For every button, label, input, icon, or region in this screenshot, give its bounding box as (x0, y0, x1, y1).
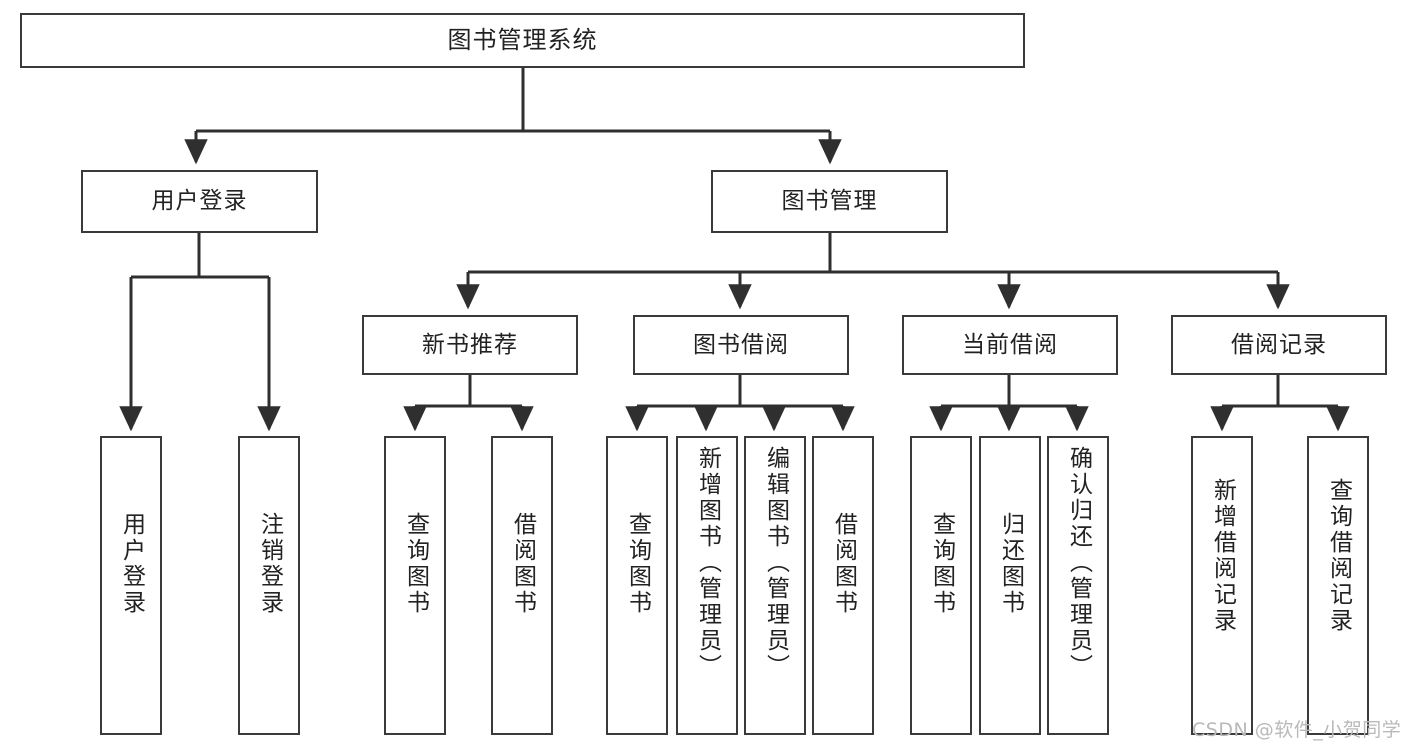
leaf-add-record-label: 新增借阅记录 (1209, 478, 1236, 634)
leaf-query-book-2-label: 查询图书 (624, 512, 651, 616)
leaf-return-book[interactable]: 归还图书 (979, 436, 1041, 735)
node-book-borrow-label: 图书借阅 (693, 331, 789, 358)
leaf-borrow-book-1[interactable]: 借阅图书 (491, 436, 553, 735)
node-current-borrow-label: 当前借阅 (962, 331, 1058, 358)
node-borrow-record[interactable]: 借阅记录 (1171, 315, 1387, 375)
node-book-manage-label: 图书管理 (781, 188, 878, 215)
node-new-book-recommend-label: 新书推荐 (422, 331, 518, 358)
leaf-borrow-book-2-label: 借阅图书 (830, 512, 857, 616)
node-borrow-record-label: 借阅记录 (1231, 331, 1327, 358)
leaf-add-book-label: 新增图书（管理员） (694, 446, 721, 680)
leaf-add-record[interactable]: 新增借阅记录 (1191, 436, 1253, 735)
leaf-return-book-label: 归还图书 (997, 512, 1024, 616)
leaf-add-book[interactable]: 新增图书（管理员） (676, 436, 738, 735)
node-current-borrow[interactable]: 当前借阅 (902, 315, 1118, 375)
leaf-confirm-return-label: 确认归还（管理员） (1065, 446, 1092, 680)
leaf-user-login-label: 用户登录 (118, 512, 145, 616)
leaf-logout-label: 注销登录 (256, 512, 283, 616)
leaf-query-book-3-label: 查询图书 (928, 512, 955, 616)
node-root-label: 图书管理系统 (447, 26, 598, 55)
leaf-borrow-book-1-label: 借阅图书 (509, 512, 536, 616)
node-new-book-recommend[interactable]: 新书推荐 (362, 315, 578, 375)
node-book-manage[interactable]: 图书管理 (711, 170, 948, 233)
leaf-query-record[interactable]: 查询借阅记录 (1307, 436, 1369, 735)
leaf-confirm-return[interactable]: 确认归还（管理员） (1047, 436, 1109, 735)
node-user-login-label: 用户登录 (151, 188, 248, 215)
leaf-query-book-1[interactable]: 查询图书 (384, 436, 446, 735)
leaf-query-book-3[interactable]: 查询图书 (910, 436, 972, 735)
leaf-query-record-label: 查询借阅记录 (1325, 478, 1352, 634)
leaf-query-book-1-label: 查询图书 (402, 512, 429, 616)
leaf-user-login[interactable]: 用户登录 (100, 436, 162, 735)
node-root[interactable]: 图书管理系统 (20, 13, 1025, 68)
leaf-edit-book-label: 编辑图书（管理员） (762, 446, 789, 680)
node-user-login[interactable]: 用户登录 (81, 170, 318, 233)
node-book-borrow[interactable]: 图书借阅 (633, 315, 849, 375)
leaf-query-book-2[interactable]: 查询图书 (606, 436, 668, 735)
leaf-borrow-book-2[interactable]: 借阅图书 (812, 436, 874, 735)
leaf-logout[interactable]: 注销登录 (238, 436, 300, 735)
leaf-edit-book[interactable]: 编辑图书（管理员） (744, 436, 806, 735)
